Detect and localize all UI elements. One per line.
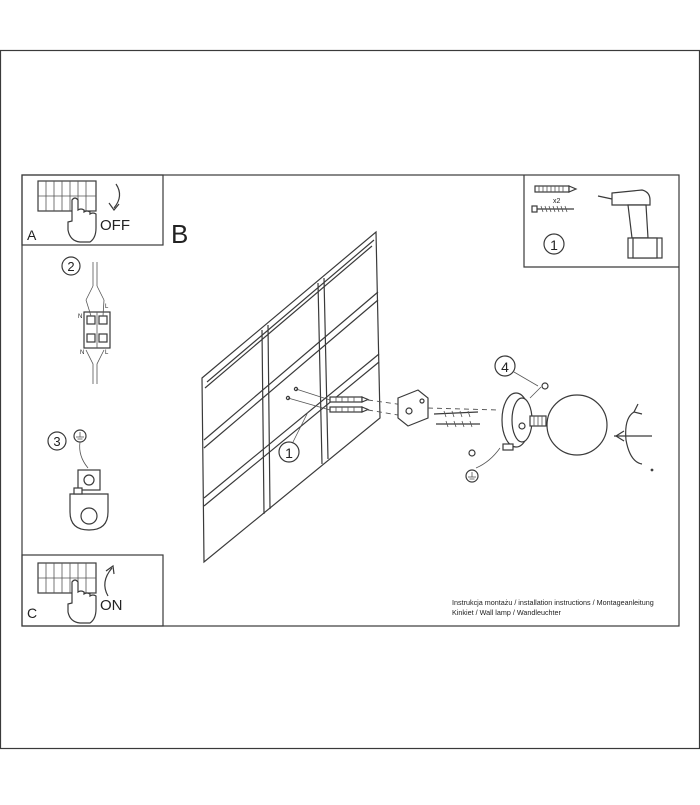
panel-a-letter: A — [27, 227, 37, 243]
lamp-base-icon — [501, 392, 547, 451]
ground-icon — [73, 429, 87, 443]
tools-step-number: 1 — [550, 237, 558, 253]
panel-c-letter: C — [27, 605, 37, 621]
panel-c: C ON — [21, 554, 164, 627]
footer-instructions: Instrukcja montażu / installation instru… — [452, 598, 654, 607]
arrow-up-icon — [104, 564, 115, 597]
tools-quantity: x2 — [553, 198, 561, 205]
connector-l-bottom: L — [105, 350, 109, 356]
arrow-down-icon — [108, 183, 121, 211]
step-3-ground: 3 — [47, 429, 109, 531]
breaker-box-icon — [37, 562, 97, 594]
bracket-screw-icon — [433, 410, 480, 428]
step-4-number: 4 — [501, 359, 509, 375]
wire-icon — [85, 262, 105, 384]
footer-product: Kinkiet / Wall lamp / Wandleuchter — [452, 608, 562, 617]
wall-tiles — [201, 230, 381, 564]
connector-l-top: L — [105, 304, 109, 310]
connector-n-top: N — [78, 314, 82, 320]
terminal-block-icon — [83, 299, 111, 349]
mounting-bracket-icon — [397, 389, 429, 427]
step-3-number: 3 — [53, 434, 60, 449]
ground-icon — [465, 447, 501, 483]
step-2-number: 2 — [67, 259, 74, 274]
hand-pointer-icon — [67, 579, 97, 624]
rotation-arrow-icon — [614, 403, 652, 465]
diagram-frame — [21, 174, 680, 627]
screw-icon — [531, 205, 574, 213]
glass-globe-icon — [546, 394, 608, 456]
screw-cap-icon — [468, 382, 549, 457]
panel-a-action: OFF — [100, 217, 130, 234]
wall-plug-icon — [329, 396, 370, 413]
screw-anchor-icon — [534, 185, 578, 193]
ground-bracket-icon — [69, 469, 109, 531]
panel-c-action: ON — [100, 597, 123, 614]
drill-icon — [597, 189, 663, 259]
panel-b: B 1 — [171, 219, 654, 617]
panel-a: A OFF — [21, 174, 164, 246]
step-1-number: 1 — [285, 445, 293, 461]
panel-b-letter: B — [171, 219, 188, 249]
breaker-box-icon — [37, 180, 97, 212]
step-2-wiring: 2 N L N L — [61, 256, 111, 384]
hand-pointer-icon — [67, 197, 97, 243]
connector-n-bottom: N — [80, 350, 84, 356]
tools-panel: x2 1 — [523, 175, 679, 268]
